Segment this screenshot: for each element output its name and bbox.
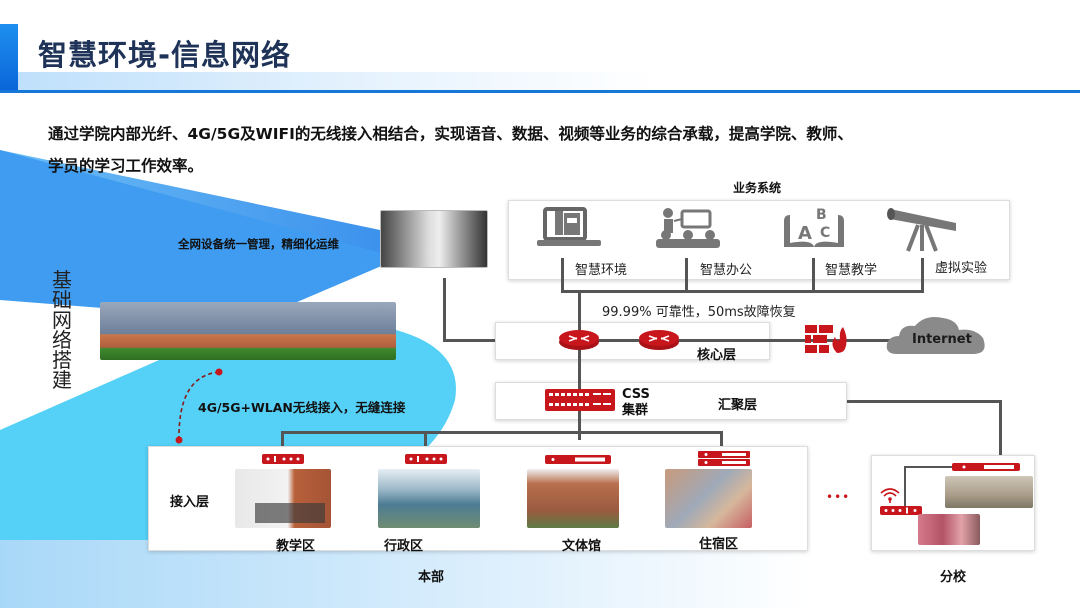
business-item-label: 虚拟实验 (935, 261, 988, 276)
branch-building-image (945, 476, 1033, 508)
site-label: 行政区 (384, 539, 424, 554)
background-beam (0, 150, 456, 608)
business-title: 业务系统 (733, 181, 782, 195)
connector (685, 258, 688, 292)
connector (847, 400, 1002, 403)
branch-label: 分校 (940, 570, 967, 585)
wireless-ap-icon (880, 506, 922, 515)
internet-label[interactable]: Internet (912, 332, 972, 347)
wireless-caption: 4G/5G+WLAN无线接入，无缝连接 (198, 400, 406, 415)
svg-text:C: C (820, 225, 830, 241)
site-label: 教学区 (276, 539, 316, 554)
connector (578, 382, 581, 440)
connector (561, 290, 924, 293)
internet-cloud-icon (886, 317, 985, 354)
aggregation-layer-label: 汇聚层 (718, 398, 758, 413)
site-label: 住宿区 (699, 537, 739, 552)
cluster-label: 集群 (622, 403, 649, 418)
more-sites-ellipsis: ••• (826, 490, 851, 504)
site-label: 文体馆 (562, 539, 602, 554)
access-switch-icon (405, 454, 447, 464)
core-layer-label: 核心层 (697, 348, 737, 363)
business-item-label: 智慧办公 (700, 263, 753, 278)
css-label: CSS (622, 387, 650, 402)
side-label: 基础网络搭建 (52, 268, 72, 392)
headquarters-label: 本部 (418, 570, 445, 585)
connector (812, 258, 815, 292)
connector (578, 339, 908, 342)
wifi-icon (880, 488, 900, 503)
connector (424, 431, 427, 453)
core-router-icon (559, 330, 599, 350)
core-router-icon (639, 330, 679, 350)
connector (904, 466, 952, 468)
server-room-image (380, 210, 488, 268)
css-cluster-switch-icon (545, 389, 615, 411)
access-switch-icon (545, 455, 611, 464)
access-switch-icon (698, 451, 750, 466)
connector (921, 258, 924, 292)
reliability-caption: 99.99% 可靠性，50ms故障恢复 (602, 305, 796, 320)
connector (281, 431, 284, 453)
dormitory-area-image (665, 469, 752, 528)
admin-area-image (378, 469, 480, 528)
page-title: 智慧环境-信息网络 (38, 38, 292, 72)
teaching-area-image (235, 469, 331, 528)
intro-text: 通过学院内部光纤、4G/5G及WIFI的无线接入相结合，实现语音、数据、视频等业… (48, 118, 1048, 182)
title-underline-fade (18, 72, 1080, 90)
laptop-books-icon (537, 207, 601, 246)
business-item-label: 智慧教学 (825, 263, 878, 278)
access-switch-icon (262, 454, 304, 464)
telescope-icon (887, 208, 956, 252)
presentation-icon (656, 208, 720, 248)
wireless-link-arc (175, 368, 223, 444)
bottom-gradient (0, 540, 1080, 608)
svg-text:B: B (816, 207, 827, 223)
intro-line-1: 通过学院内部光纤、4G/5G及WIFI的无线接入相结合，实现语音、数据、视频等业… (48, 125, 853, 143)
business-item-label: 智慧环境 (575, 263, 628, 278)
sports-hall-image (527, 469, 619, 528)
title-accent-bar (0, 24, 18, 90)
intro-line-2: 学员的学习工作效率。 (48, 157, 204, 175)
connector (999, 400, 1002, 466)
connector (904, 466, 906, 506)
abc-book-icon: A B C (784, 207, 844, 247)
management-caption: 全网设备统一管理，精细化运维 (178, 237, 339, 251)
connector (578, 322, 581, 440)
firewall-icon (805, 325, 847, 353)
branch-switch-icon (952, 463, 1020, 471)
connector (720, 431, 723, 453)
title-divider (0, 90, 1080, 93)
connector (443, 278, 446, 340)
connector (561, 258, 564, 292)
campus-image (100, 302, 396, 360)
access-layer-label: 接入层 (170, 495, 210, 510)
svg-text:A: A (798, 223, 812, 244)
branch-students-image (918, 514, 980, 545)
connector (281, 431, 723, 434)
